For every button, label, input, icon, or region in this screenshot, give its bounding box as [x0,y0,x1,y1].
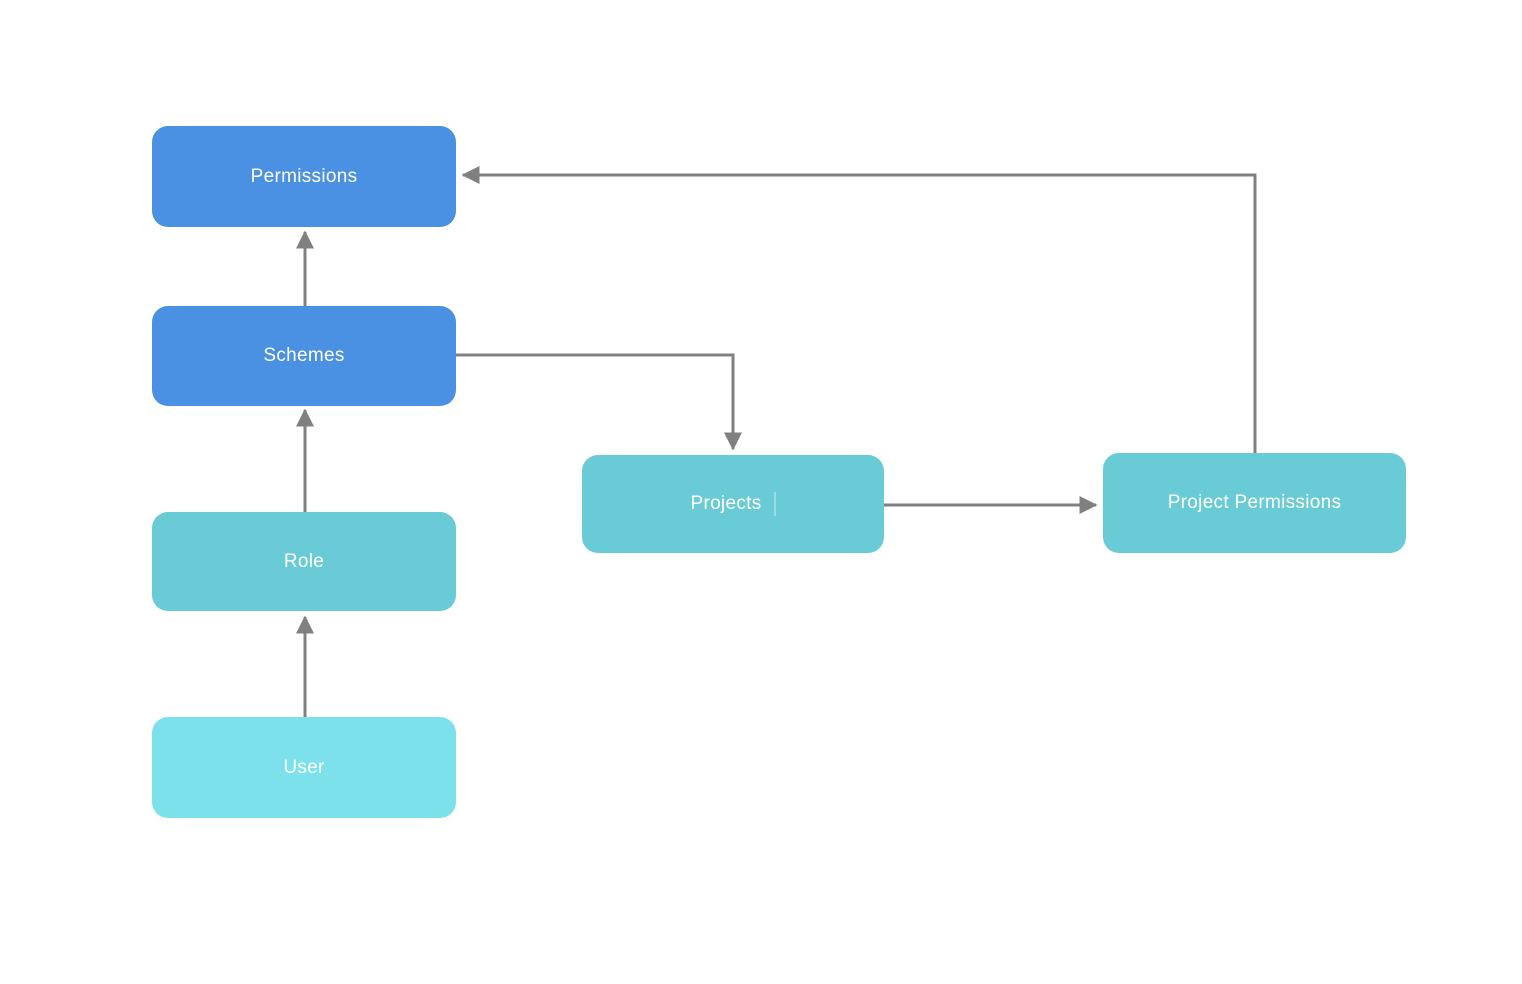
node-permissions-label: Permissions [250,165,358,187]
node-role-label: Role [283,550,325,572]
text-caret [773,492,776,516]
node-role[interactable]: Role [152,512,456,611]
node-user-label: User [283,756,325,778]
edge-project-permissions-to-permissions[interactable] [461,166,1257,453]
node-project-permissions-label: Project Permissions [1167,492,1342,513]
node-schemes-label: Schemes [263,345,345,366]
edge-schemes-to-projects[interactable] [456,353,742,451]
node-permissions[interactable]: Permissions [152,126,456,227]
node-projects-label: Projects [690,493,762,514]
node-user[interactable]: User [152,717,456,818]
node-project-permissions[interactable]: Project Permissions [1103,453,1406,553]
node-projects[interactable]: Projects [582,455,884,553]
node-schemes[interactable]: Schemes [152,306,456,406]
